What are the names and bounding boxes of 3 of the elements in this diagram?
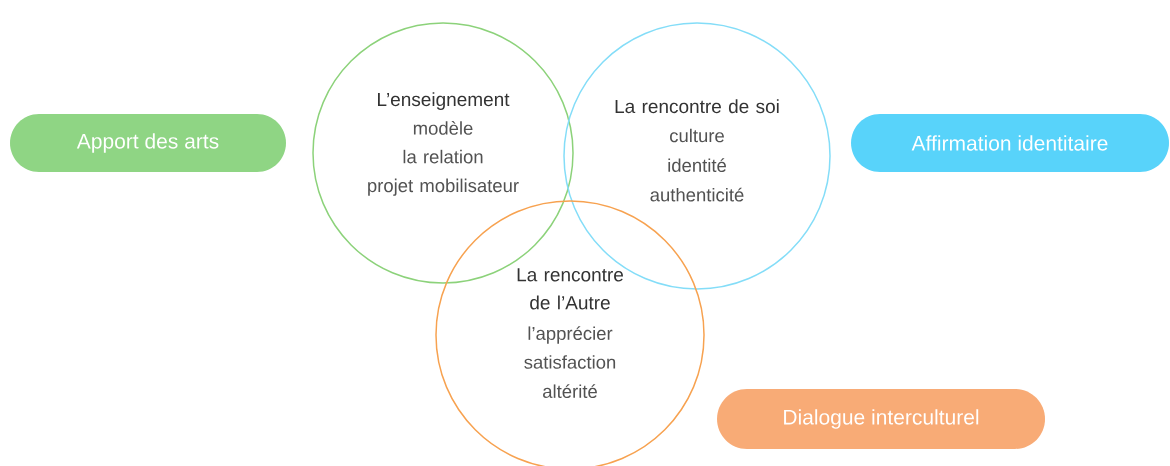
label-pill: Affirmation identitaire	[851, 114, 1169, 172]
label-pill: Apport des arts	[10, 114, 286, 172]
label-pill: Dialogue interculturel	[717, 389, 1045, 449]
